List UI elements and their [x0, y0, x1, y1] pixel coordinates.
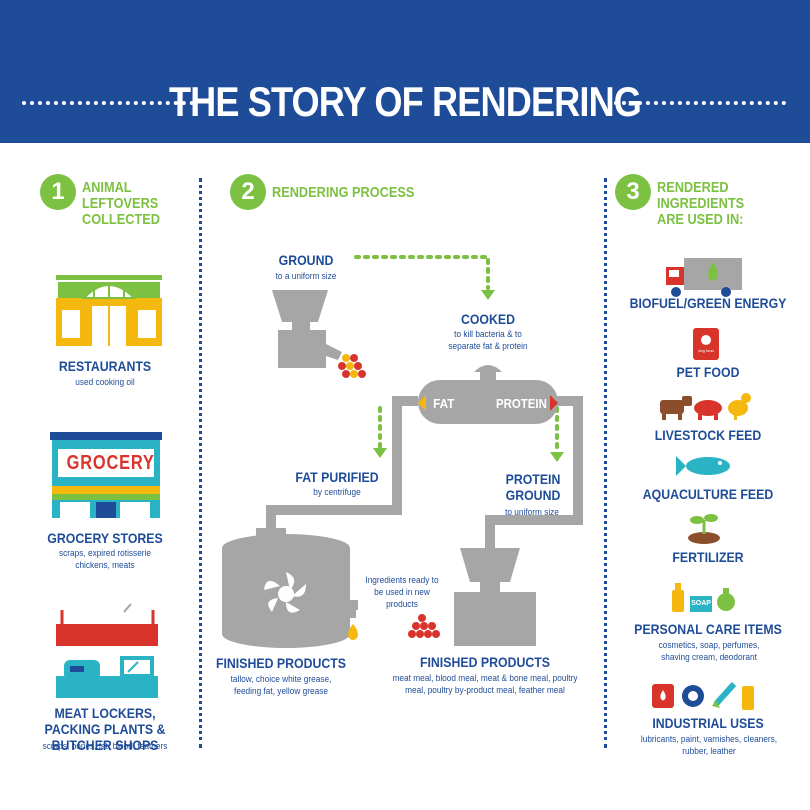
column-divider-left	[199, 178, 202, 748]
paint-can-icon	[652, 684, 674, 708]
header-dots-right	[614, 101, 786, 105]
oil-can-icon	[742, 686, 754, 710]
soap-bar-icon	[690, 596, 712, 612]
cooker-tank-icon	[418, 365, 558, 424]
protein-grinder-icon	[454, 548, 536, 646]
sprout-icon	[688, 514, 720, 544]
use-fertilizer-title: FERTILIZER	[672, 549, 744, 565]
finished-fat-detail: tallow, choice white grease, feeding fat…	[230, 674, 332, 696]
restaurants-title: RESTAURANTS	[58, 358, 152, 374]
step-number-2: 2	[230, 174, 266, 210]
step-2-title: RENDERING PROCESS	[272, 184, 415, 201]
spray-bottle-icon	[717, 588, 735, 611]
truck-icon	[666, 258, 742, 297]
fat-purified-title: FAT PURIFIED	[295, 469, 379, 485]
use-aquaculture-feed-title: AQUACULTURE FEED	[642, 486, 774, 502]
meat-locker-icon	[56, 603, 158, 698]
fat-purified-detail: by centrifuge	[313, 487, 361, 497]
use-industrial-detail: lubricants, paint, varnishes, cleaners, …	[640, 734, 778, 756]
finished-fat-title: FINISHED PRODUCTS	[215, 655, 347, 671]
fish-icon	[676, 456, 730, 476]
fat-drop-icon	[348, 624, 358, 640]
use-personal-care-title: PERSONAL CARE ITEMS	[634, 621, 782, 637]
cooked-title: COOKED	[460, 311, 516, 327]
page-title: THE STORY OF RENDERING	[168, 78, 642, 125]
use-pet-food-title: PET FOOD	[676, 364, 740, 380]
protein-ground-detail: to uniform size	[505, 507, 559, 517]
cow-icon	[660, 396, 692, 420]
flow-arrowheads	[373, 290, 564, 462]
grocery-store-icon	[50, 432, 162, 518]
pet-food-bag-label: dog food	[698, 348, 714, 353]
protein-ground-title: PROTEIN GROUND	[505, 471, 561, 503]
use-livestock-feed-title: LIVESTOCK FEED	[654, 427, 762, 443]
tank-fat-label: FAT	[433, 396, 455, 411]
grocery-stores-detail: scraps, expired rotisserie chickens, mea…	[58, 548, 152, 570]
finished-protein-title: FINISHED PRODUCTS	[419, 654, 551, 670]
ingredients-ready-note: Ingredients ready to be used in new prod…	[365, 575, 439, 609]
restaurant-icon	[56, 275, 162, 346]
ground-detail: to a uniform size	[275, 271, 337, 281]
process-pipes	[266, 396, 583, 548]
grinder-icon	[272, 290, 342, 368]
paintbrush-icon	[712, 681, 737, 708]
tire-icon	[682, 685, 704, 707]
pet-food-bag-icon	[693, 328, 719, 360]
centrifuge-fan-icon	[264, 572, 306, 613]
use-biofuel-title: BIOFUEL/GREEN ENERGY	[629, 295, 787, 311]
restaurants-detail: used cooking oil	[75, 377, 135, 387]
use-personal-care-detail: cosmetics, soap, perfumes, shaving cream…	[658, 640, 760, 662]
soap-bar-label: SOAP	[691, 600, 711, 607]
chicken-icon	[728, 393, 751, 420]
pig-icon	[694, 400, 722, 420]
finished-protein-detail: meat meal, blood meal, meat & bone meal,…	[392, 673, 578, 695]
header-dots-left	[22, 101, 194, 105]
header-banner: THE STORY OF RENDERING	[0, 0, 810, 143]
column-divider-right	[604, 178, 607, 748]
use-industrial-title: INDUSTRIAL USES	[652, 715, 764, 731]
meat-lockers-detail: scraps, bones, fat, blood, feathers	[42, 741, 168, 751]
grocery-sign-text: GROCERY	[66, 452, 155, 474]
protein-particles-icon	[408, 614, 440, 638]
meat-lockers-title: MEAT LOCKERS, PACKING PLANTS & BUTCHER S…	[44, 705, 166, 753]
step-number-3: 3	[615, 174, 651, 210]
lotion-bottle-icon	[672, 583, 684, 612]
tank-protein-label: PROTEIN	[496, 396, 547, 411]
cooked-detail: to kill bacteria & to separate fat & pro…	[448, 329, 528, 351]
step-number-1: 1	[40, 174, 76, 210]
ground-particles-icon	[338, 354, 366, 378]
ground-title: GROUND	[278, 252, 334, 268]
centrifuge-icon	[222, 528, 358, 648]
flow-dotted-lines	[354, 255, 559, 454]
grocery-stores-title: GROCERY STORES	[47, 530, 163, 546]
